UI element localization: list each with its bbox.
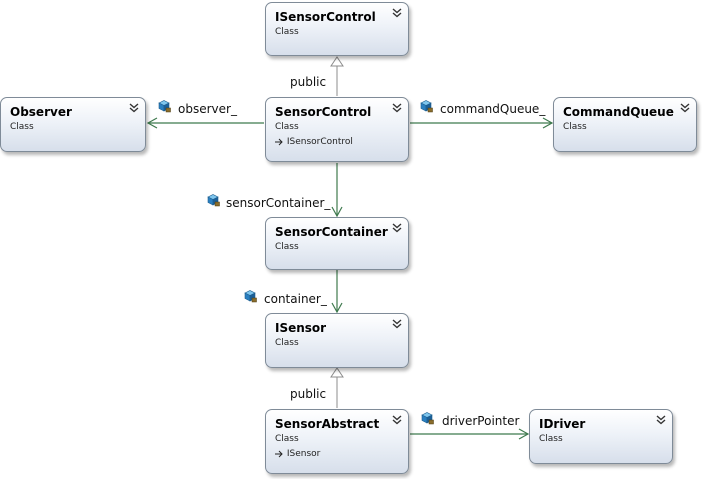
class-name: SensorAbstract (275, 417, 380, 431)
class-stereotype: Class (275, 122, 299, 132)
label-sensor-container: sensorContainer_ (226, 196, 331, 210)
class-stereotype: Class (539, 434, 563, 444)
label-command-queue: commandQueue_ (440, 102, 546, 116)
class-stereotype: Class (275, 338, 299, 348)
association-arrow-isensor (331, 302, 343, 314)
association-arrow-commandqueue (542, 117, 554, 129)
class-box-sensorabstract[interactable]: SensorAbstract Class ISensor (265, 409, 409, 474)
double-chevron-up-icon[interactable] (392, 103, 402, 113)
inherits-name: ISensor (286, 449, 321, 459)
class-box-observer[interactable]: Observer Class (0, 97, 146, 152)
double-chevron-up-icon[interactable] (656, 415, 666, 425)
label-driver-pointer: driverPointer (442, 414, 520, 428)
double-chevron-up-icon[interactable] (129, 103, 139, 113)
class-stereotype: Class (275, 242, 299, 252)
class-name: CommandQueue (563, 105, 674, 119)
class-box-sensorcontrol[interactable]: SensorControl Class ISensorControl (265, 97, 409, 162)
association-arrow-sensorcontainer (331, 206, 343, 218)
class-stereotype: Class (10, 122, 34, 132)
double-chevron-up-icon[interactable] (392, 8, 402, 18)
class-name: ISensor (275, 321, 327, 335)
class-name: SensorControl (275, 105, 372, 119)
double-chevron-up-icon[interactable] (392, 415, 402, 425)
class-box-idriver[interactable]: IDriver Class (529, 409, 673, 464)
class-box-commandqueue[interactable]: CommandQueue Class (553, 97, 697, 152)
association-arrow-observer (146, 117, 158, 129)
class-name: ISensorControl (275, 10, 376, 24)
class-name: Observer (10, 105, 72, 119)
class-name: SensorContainer (275, 225, 388, 239)
class-stereotype: Class (275, 27, 299, 37)
double-chevron-up-icon[interactable] (680, 103, 690, 113)
class-stereotype: Class (275, 434, 299, 444)
inherits-name: ISensorControl (286, 137, 353, 147)
label-container: container_ (264, 292, 327, 306)
inheritance-arrowhead-isensorcontrol (330, 56, 344, 67)
class-stereotype: Class (563, 122, 587, 132)
inheritance-arrow-icon (275, 450, 283, 457)
class-name: IDriver (539, 417, 586, 431)
class-box-sensorcontainer[interactable]: SensorContainer Class (265, 217, 409, 270)
protected-field-icon (207, 194, 220, 207)
double-chevron-up-icon[interactable] (392, 223, 402, 233)
protected-field-icon (158, 100, 171, 113)
protected-field-icon (244, 290, 257, 303)
protected-field-icon (421, 412, 434, 425)
label-public-top: public (290, 75, 327, 89)
inherits-line: ISensorControl (275, 137, 353, 147)
label-observer: observer_ (178, 102, 237, 116)
inheritance-arrowhead-isensor (330, 367, 344, 378)
double-chevron-up-icon[interactable] (392, 319, 402, 329)
class-box-isensorcontrol[interactable]: ISensorControl Class (265, 2, 409, 56)
label-public-bottom: public (290, 387, 327, 401)
association-arrow-idriver (518, 428, 530, 440)
inheritance-arrow-icon (275, 138, 283, 145)
class-box-isensor[interactable]: ISensor Class (265, 313, 409, 368)
inherits-line: ISensor (275, 449, 320, 459)
protected-field-icon (420, 100, 433, 113)
